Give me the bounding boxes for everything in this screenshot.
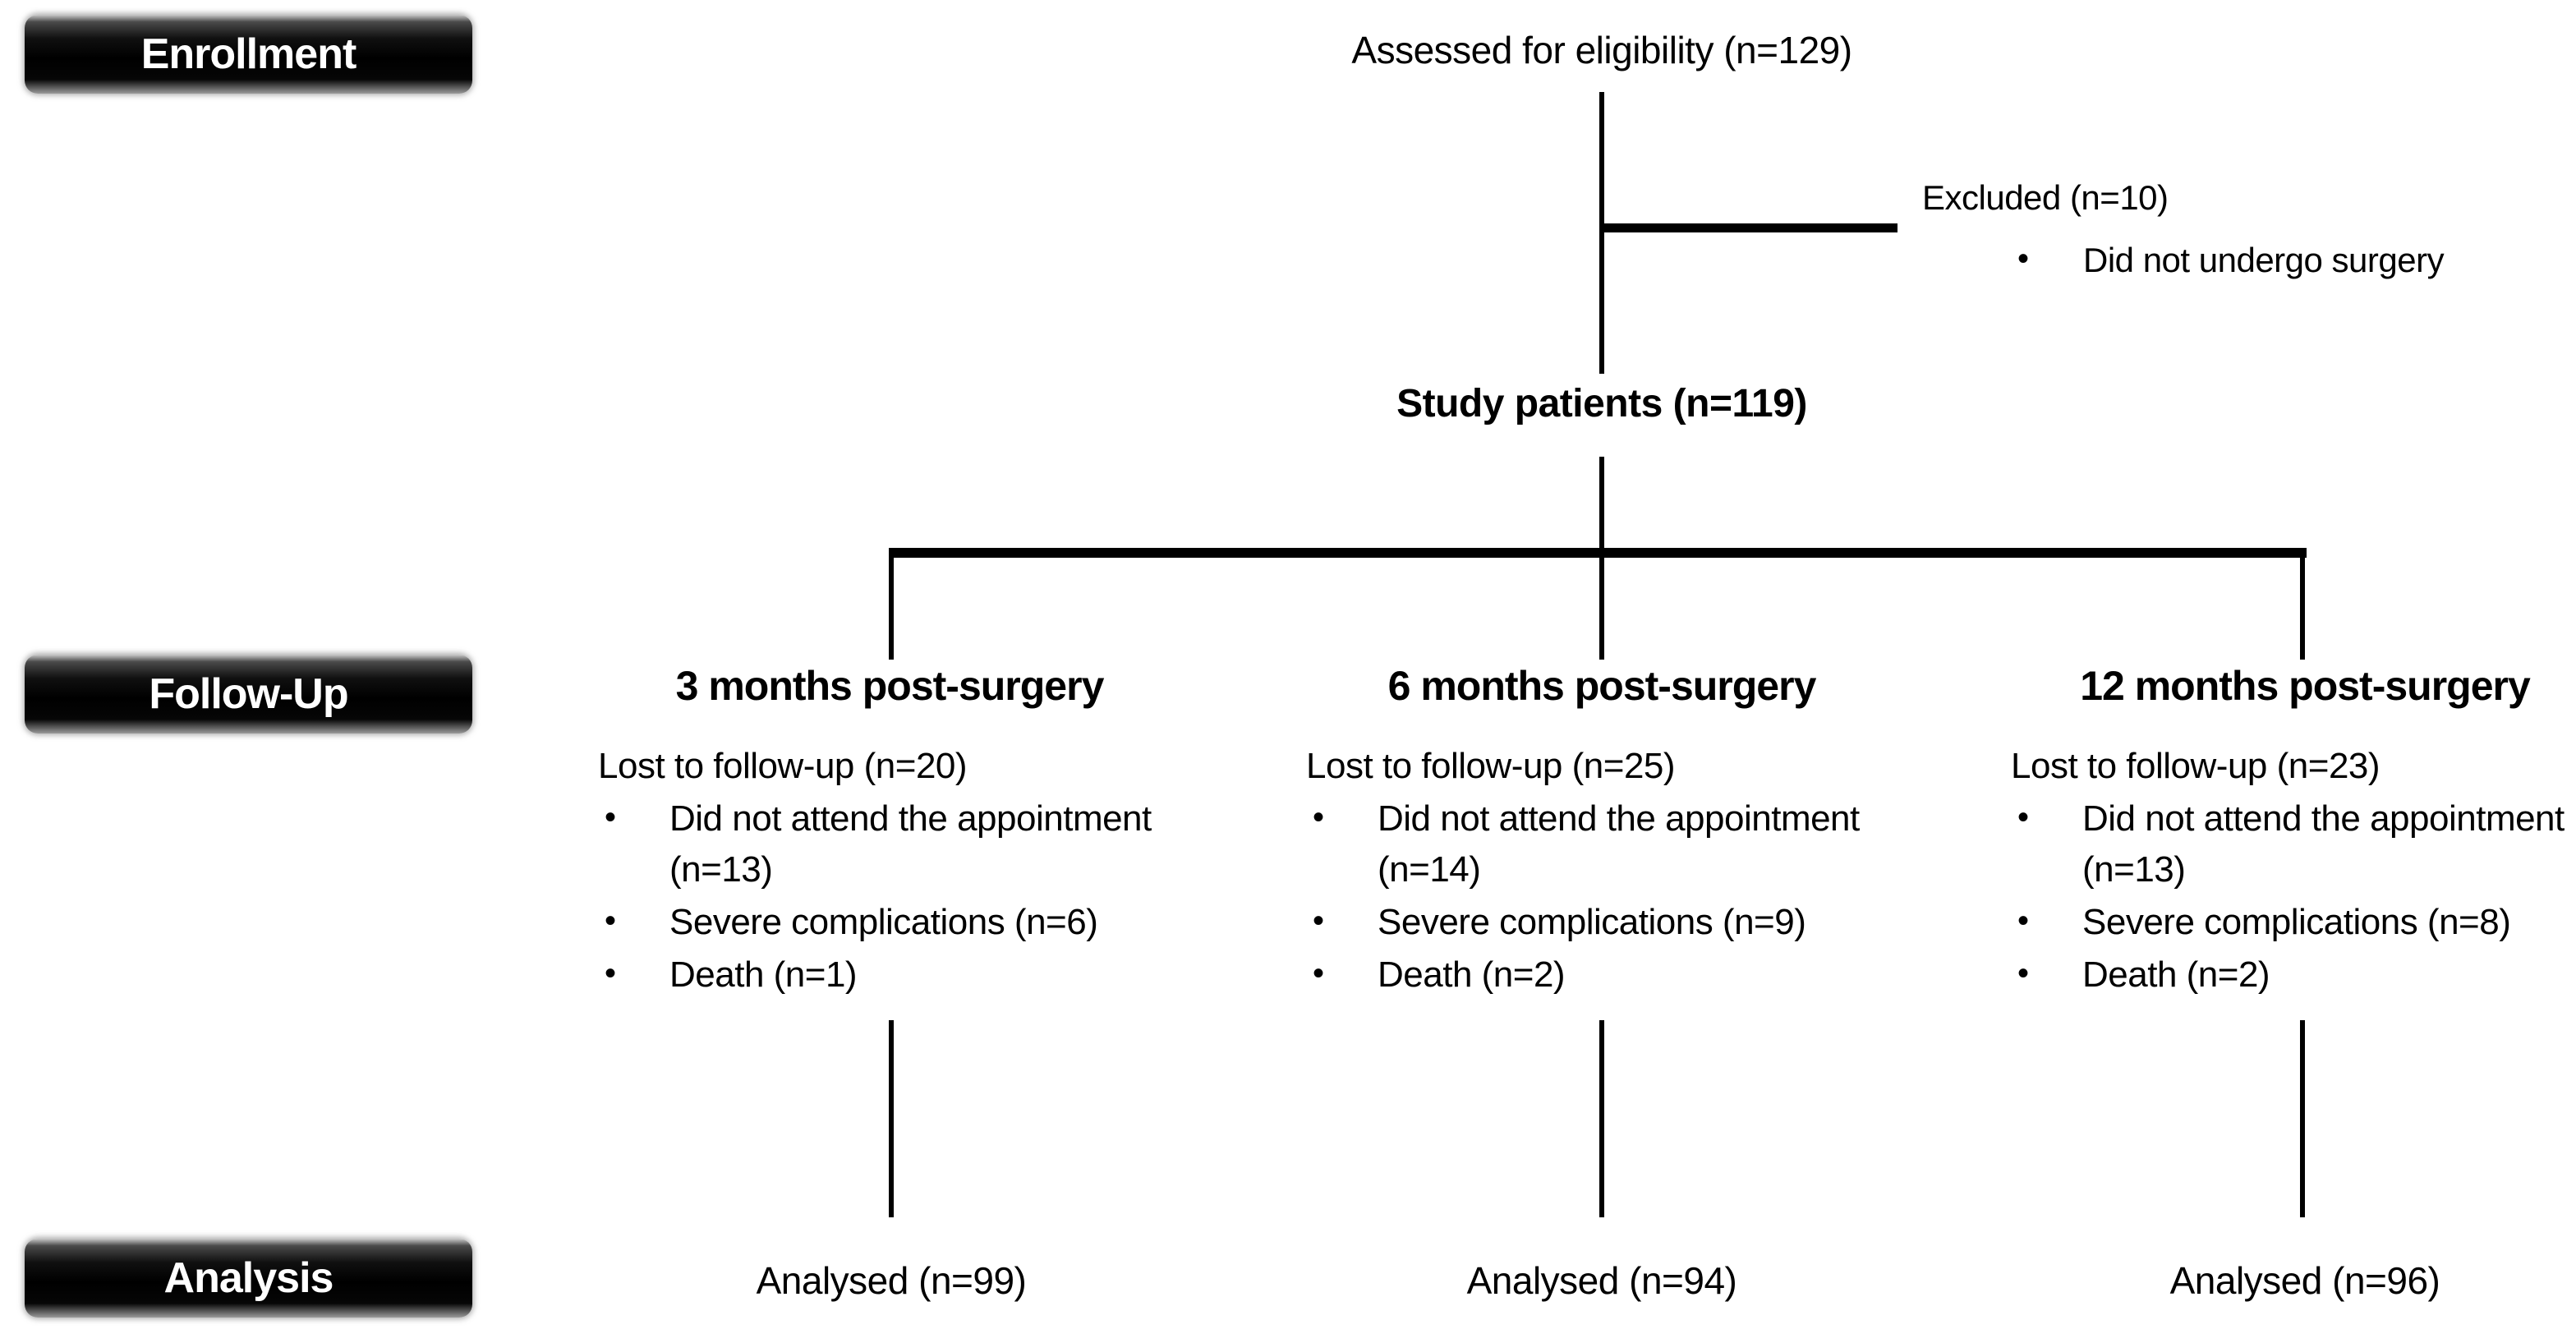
followup-column-3-months: Lost to follow-up (n=20) • Did not atten…	[598, 741, 1177, 1000]
reason-row: • Did not attend the appointment (n=13)	[598, 793, 1177, 895]
stage-badge-analysis-label: Analysis	[163, 1254, 334, 1302]
branch-drop-right	[2300, 553, 2305, 660]
connector-study-to-branch	[1599, 457, 1604, 660]
bullet-icon: •	[2017, 903, 2029, 939]
branch-drop-left	[889, 553, 894, 660]
reason-text: Did not attend the appointment (n=13)	[2082, 798, 2564, 890]
connector-col1-to-analysis	[889, 1020, 894, 1217]
stage-badge-analysis: Analysis	[25, 1239, 472, 1318]
reason-row: • Severe complications (n=6)	[598, 897, 1177, 948]
excluded-node: Excluded (n=10) • Did not undergo surger…	[1922, 172, 2576, 286]
reason-text: Death (n=2)	[1378, 954, 1566, 995]
bullet-icon: •	[1313, 799, 1324, 835]
bullet-icon: •	[2017, 799, 2029, 835]
bullet-icon: •	[605, 955, 616, 991]
bullet-icon: •	[1313, 903, 1324, 939]
connector-col2-to-analysis	[1599, 1020, 1604, 1217]
reason-text: Did not attend the appointment (n=13)	[669, 798, 1152, 890]
lost-to-followup: Lost to follow-up (n=20)	[598, 746, 968, 786]
excluded-title: Excluded (n=10)	[1922, 178, 2169, 217]
connector-excluded-branch	[1602, 223, 1898, 232]
followup-column-6-months: Lost to follow-up (n=25) • Did not atten…	[1306, 741, 1885, 1000]
analysed-node-3-months: Analysed (n=99)	[756, 1259, 1027, 1302]
bullet-icon: •	[2017, 955, 2029, 991]
reason-row: • Death (n=2)	[1306, 950, 1885, 1000]
column-header-12-months: 12 months post-surgery	[2080, 663, 2531, 709]
followup-column-12-months: Lost to follow-up (n=23) • Did not atten…	[2011, 741, 2576, 1000]
stage-badge-followup: Follow-Up	[25, 655, 472, 734]
reason-text: Severe complications (n=6)	[669, 902, 1098, 942]
stage-badge-followup-label: Follow-Up	[149, 670, 348, 718]
connector-col3-to-analysis	[2300, 1020, 2305, 1217]
branch-bar	[889, 548, 2307, 558]
bullet-icon: •	[2017, 241, 2029, 277]
analysed-node-12-months: Analysed (n=96)	[2169, 1259, 2440, 1302]
analysed-node-6-months: Analysed (n=94)	[1466, 1259, 1737, 1302]
reason-row: • Severe complications (n=9)	[1306, 897, 1885, 948]
column-header-6-months: 6 months post-surgery	[1387, 663, 1817, 709]
column-header-3-months: 3 months post-surgery	[675, 663, 1105, 709]
lost-to-followup: Lost to follow-up (n=25)	[1306, 746, 1676, 786]
reason-row: • Did not attend the appointment (n=14)	[1306, 793, 1885, 895]
reason-row: • Death (n=1)	[598, 950, 1177, 1000]
reason-text: Severe complications (n=8)	[2082, 902, 2511, 942]
reason-text: Death (n=1)	[669, 954, 858, 995]
connector-assessed-to-study	[1599, 92, 1604, 374]
bullet-icon: •	[1313, 955, 1324, 991]
assessed-node: Assessed for eligibility (n=129)	[1351, 29, 1852, 71]
study-patients-node: Study patients (n=119)	[1396, 382, 1807, 425]
excluded-reason: Did not undergo surgery	[2083, 241, 2445, 279]
reason-row: • Severe complications (n=8)	[2011, 897, 2576, 948]
reason-row: • Did not attend the appointment (n=13)	[2011, 793, 2576, 895]
reason-text: Death (n=2)	[2082, 954, 2270, 995]
stage-badge-enrollment-label: Enrollment	[140, 30, 357, 78]
lost-to-followup: Lost to follow-up (n=23)	[2011, 746, 2380, 786]
bullet-icon: •	[605, 903, 616, 939]
reason-text: Did not attend the appointment (n=14)	[1378, 798, 1860, 890]
bullet-icon: •	[605, 799, 616, 835]
stage-badge-enrollment: Enrollment	[25, 15, 472, 94]
excluded-reason-row: • Did not undergo surgery	[1922, 235, 2576, 286]
reason-row: • Death (n=2)	[2011, 950, 2576, 1000]
reason-text: Severe complications (n=9)	[1378, 902, 1806, 942]
